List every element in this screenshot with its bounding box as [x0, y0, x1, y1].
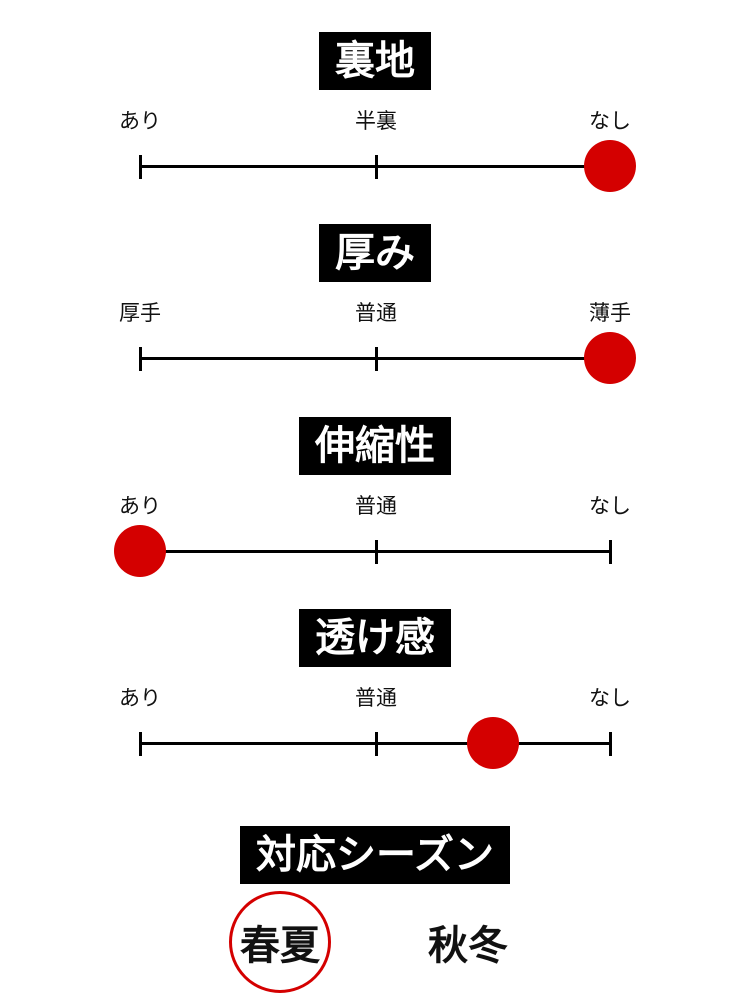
scale-tick	[139, 732, 142, 756]
season-selected-ring	[229, 891, 331, 993]
scale-label: 半裏	[355, 109, 397, 133]
scale-tick	[139, 155, 142, 179]
scale-tick	[375, 732, 378, 756]
scale-line	[139, 332, 636, 384]
scale-label: 普通	[355, 686, 397, 710]
scale-marker	[584, 140, 636, 192]
scale-title: 裏地	[319, 32, 431, 90]
scale-tick	[139, 347, 142, 371]
scale-tick	[609, 540, 612, 564]
scale-label: 薄手	[589, 301, 631, 325]
scale-marker	[584, 332, 636, 384]
scale-tick	[609, 732, 612, 756]
scale-marker	[466, 717, 519, 769]
scale-tick	[375, 540, 378, 564]
scale-line	[114, 525, 612, 577]
scale-label: 普通	[355, 301, 397, 325]
scale-label: あり	[119, 109, 161, 133]
scale-label: 普通	[355, 494, 397, 518]
scale-line	[139, 140, 636, 192]
scale-label: 厚手	[119, 301, 161, 325]
scale-label: あり	[119, 686, 161, 710]
scale-title: 厚み	[319, 224, 431, 282]
season-option: 秋冬	[428, 923, 508, 969]
scale-tick	[375, 347, 378, 371]
season-option: 春夏	[240, 923, 320, 969]
scale-title: 透け感	[299, 609, 451, 667]
scale-marker	[114, 525, 166, 577]
scale-line	[139, 717, 612, 769]
scale-title: 伸縮性	[299, 417, 451, 475]
scale-tick	[375, 155, 378, 179]
season-title: 対応シーズン	[240, 826, 510, 884]
scale-label: あり	[119, 494, 161, 518]
scale-label: なし	[589, 494, 631, 518]
scale-label: なし	[589, 686, 631, 710]
scale-label: なし	[589, 109, 631, 133]
